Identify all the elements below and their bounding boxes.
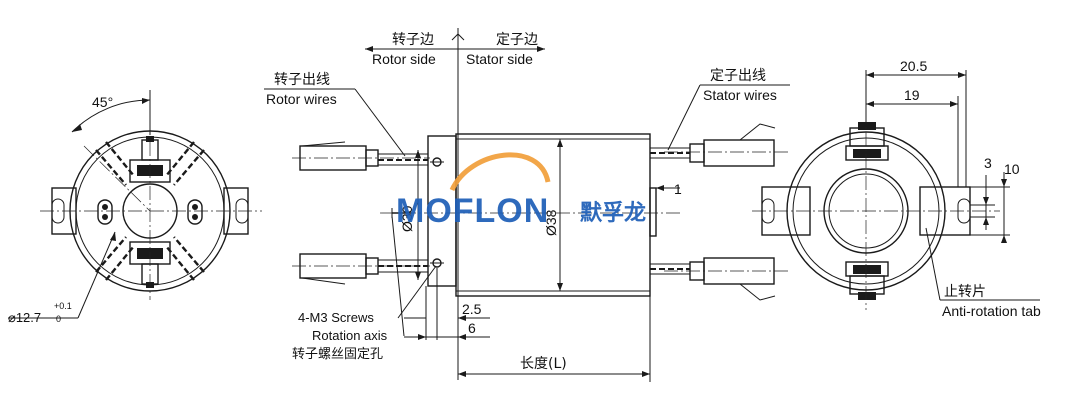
rotor-wires-cn: 转子出线 [274,72,330,88]
stator-wires-en: Stator wires [703,87,777,103]
dia38-label: Ø38 [543,209,559,236]
logo-brand-cn: 默孚龙 [580,200,646,226]
right-end-view: 20.5 19 3 10 止转片 Anti-rotation tab [752,58,1041,319]
logo-brand: MOFLON [396,192,549,230]
left-end-view: 45° ⌀12.7 +0.1 0 [8,90,262,325]
stator-wires-cn: 定子出线 [710,68,766,84]
anti-rotation-en: Anti-rotation tab [942,303,1041,319]
bore-tol-lower: 0 [56,314,61,324]
rotor-wires-en: Rotor wires [266,91,337,107]
screw-holes-cn-label: 转子螺丝固定孔 [292,347,383,362]
rotation-axis-label: Rotation axis [312,328,388,343]
moflon-watermark: MOFLON 默孚龙 [396,152,646,230]
rotor-wire-bundle-bottom [292,253,430,285]
dia30-label: Ø30 [399,205,415,232]
rotor-wire-bundle-top [292,141,430,171]
length-label: 长度(L) [520,356,567,372]
side-view: 转子边 定子边 Rotor side Stator side 1 Ø30 Ø38 [264,28,790,382]
dim-10-label: 10 [1004,161,1020,177]
bore-tol-upper: +0.1 [54,301,72,311]
dim-6-label: 6 [468,320,476,336]
rotor-side-en: Rotor side [372,51,436,67]
bore-dia-label: ⌀12.7 [8,310,41,325]
rotor-side-cn: 转子边 [392,32,434,48]
angle-label: 45° [92,94,113,110]
dim-19-label: 19 [904,87,920,103]
screws-label: 4-M3 Screws [298,310,374,325]
stator-side-en: Stator side [466,51,533,67]
stator-wire-bundle-top [650,123,790,167]
stator-side-cn: 定子边 [496,32,538,48]
stator-wire-bundle-bottom [650,257,790,301]
dim-20-5-label: 20.5 [900,58,927,74]
dim-1-label: 1 [674,181,682,197]
dim-3-label: 3 [984,155,992,171]
anti-rotation-cn: 止转片 [944,284,986,300]
logo-swoosh [449,152,551,192]
dim-2-5-label: 2.5 [462,301,482,317]
